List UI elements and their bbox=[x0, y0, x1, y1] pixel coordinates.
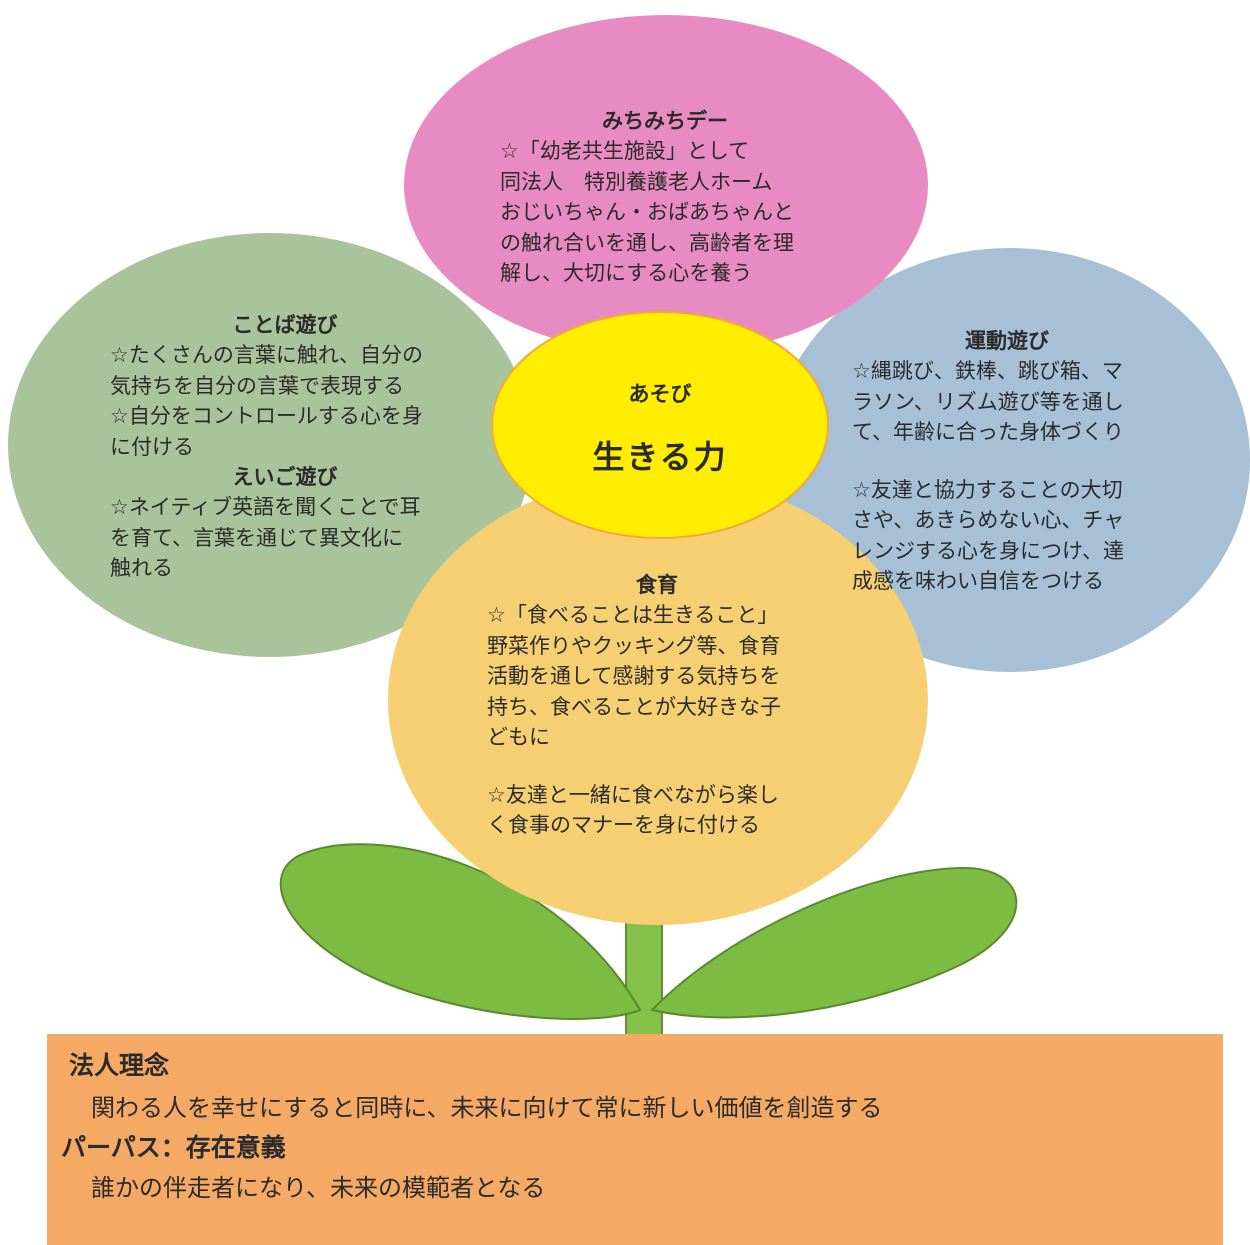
stem bbox=[625, 907, 663, 1039]
petal-line: ☆友達と協力することの大切 bbox=[852, 477, 1123, 502]
petal-line: に付ける bbox=[110, 434, 194, 459]
petal-line: ☆ネイティブ英語を聞くことで耳 bbox=[110, 495, 421, 519]
petal-line: 触れる bbox=[110, 556, 173, 580]
petal-line: 活動を通して感謝する気持ちを bbox=[487, 664, 781, 688]
flower-center bbox=[491, 311, 829, 539]
center-label: あそび bbox=[628, 382, 692, 406]
petal-line: おじいちゃん・おばあちゃんと bbox=[500, 200, 794, 224]
petal-line: 気持ちを自分の言葉で表現する bbox=[110, 373, 404, 398]
petal-left bbox=[8, 233, 532, 657]
petal-left-title: ことば遊び bbox=[232, 313, 338, 337]
petal-left-title-2: えいご遊び bbox=[232, 465, 338, 489]
petal-line: を育て、言葉を通じて異文化に bbox=[110, 525, 403, 550]
petal-bottom bbox=[388, 475, 928, 925]
petal-line: 成感を味わい自信をつける bbox=[852, 569, 1104, 593]
petal-line: ☆自分をコントロールする心を身 bbox=[110, 404, 423, 428]
petal-line: ☆たくさんの言葉に触れ、自分の bbox=[110, 343, 424, 367]
petal-line: 同法人 特別養護老人ホーム bbox=[500, 169, 773, 194]
petal-left-text: ことば遊び ☆たくさんの言葉に触れ、自分の 気持ちを自分の言葉で表現する ☆自分… bbox=[110, 310, 460, 584]
philosophy-heading: 法人理念 bbox=[69, 1051, 170, 1080]
petal-line: どもに bbox=[487, 725, 550, 749]
petal-right-text: 運動遊び ☆縄跳び、鉄棒、跳び箱、マ ラソン、リズム遊び等を通し て、年齢に合っ… bbox=[852, 326, 1162, 597]
petal-bottom-text: 食育 ☆「食べることは生きること」 野菜作りやクッキング等、食育 活動を通して感… bbox=[487, 570, 827, 841]
purpose-text: 誰かの伴走者になり、未来の模範者となる bbox=[91, 1174, 546, 1202]
petal-line: て、年齢に合った身体づくり bbox=[852, 420, 1124, 444]
petal-line: ☆縄跳び、鉄棒、跳び箱、マ bbox=[852, 359, 1123, 383]
petal-right-title: 運動遊び bbox=[965, 329, 1049, 353]
center-title: 生きる力 bbox=[592, 438, 728, 476]
petal-top bbox=[404, 15, 928, 355]
foundation-panel: 法人理念 関わる人を幸せにすると同時に、未来に向けて常に新しい価値を創造する パ… bbox=[47, 1034, 1223, 1245]
petal-line: レンジする心を身につけ、達 bbox=[852, 538, 1124, 563]
right-leaf bbox=[650, 866, 1018, 1019]
petal-top-text: みちみちデー ☆「幼老共生施設」として 同法人 特別養護老人ホーム おじいちゃん… bbox=[500, 106, 830, 289]
petal-line: 野菜作りやクッキング等、食育 bbox=[487, 633, 781, 658]
petal-line: ☆「幼老共生施設」として bbox=[500, 139, 750, 163]
petal-line: さや、あきらめない心、チャ bbox=[852, 508, 1125, 532]
petal-line: 解し、大切にする心を養う bbox=[500, 261, 753, 285]
petal-right bbox=[770, 248, 1250, 672]
petal-line: の触れ合いを通し、高齢者を理 bbox=[500, 230, 794, 255]
petal-bottom-title: 食育 bbox=[636, 573, 678, 597]
petal-line: ラソン、リズム遊び等を通し bbox=[852, 389, 1124, 414]
philosophy-text: 関わる人を幸せにすると同時に、未来に向けて常に新しい価値を創造する bbox=[91, 1094, 883, 1122]
petal-line: 持ち、食べることが大好きな子 bbox=[487, 694, 781, 719]
petal-line: く食事のマナーを身に付ける bbox=[487, 813, 760, 837]
purpose-heading: パーパス：存在意義 bbox=[61, 1133, 286, 1162]
petal-line: ☆「食べることは生きること」 bbox=[487, 603, 779, 627]
petal-top-title: みちみちデー bbox=[602, 109, 728, 133]
petal-line: ☆友達と一緒に食べながら楽し bbox=[487, 782, 779, 807]
